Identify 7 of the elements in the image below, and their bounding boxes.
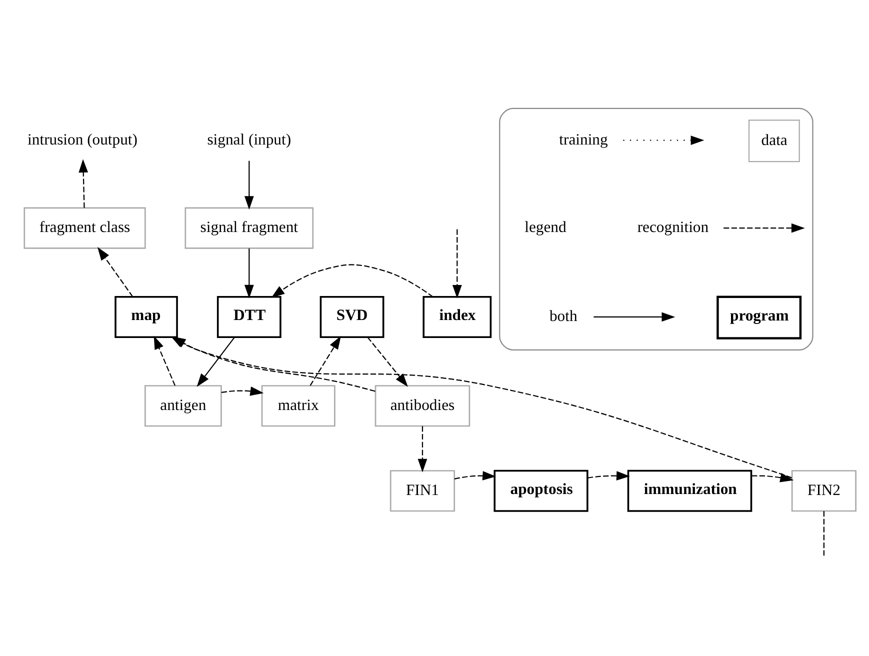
legend-label: training [559,131,608,148]
node-text: signal (input) [207,131,292,148]
node-text: intrusion (output) [28,131,138,148]
legend-label: both [549,308,578,326]
legend-label: program [730,308,789,325]
legend-label: recognition [637,219,709,236]
legend-label: data [761,132,788,149]
